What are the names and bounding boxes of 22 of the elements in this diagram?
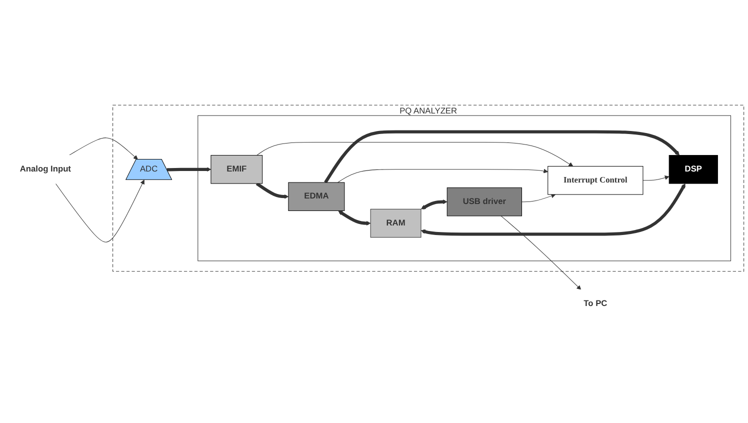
arrow — [338, 168, 548, 183]
node-box: EDMA — [288, 182, 345, 211]
arrow — [420, 184, 686, 236]
node-box: DSP — [668, 155, 718, 184]
arrow — [256, 182, 289, 199]
node-box: Interrupt Control — [548, 166, 644, 195]
arrow — [420, 200, 448, 210]
arrow — [642, 176, 670, 181]
arrow — [68, 138, 138, 160]
arrow — [521, 194, 556, 202]
arrow — [55, 180, 144, 242]
arrow — [338, 210, 371, 226]
node-box: USB driver — [446, 187, 522, 216]
cluster — [198, 115, 732, 262]
arrow — [324, 130, 680, 184]
arrow — [166, 167, 212, 172]
node-text: Analog Input — [20, 164, 71, 174]
arrow — [500, 216, 582, 290]
node-text: To PC — [584, 299, 608, 308]
node-box: RAM — [370, 208, 422, 238]
arrow — [256, 142, 574, 166]
node-box: EMIF — [210, 155, 263, 184]
